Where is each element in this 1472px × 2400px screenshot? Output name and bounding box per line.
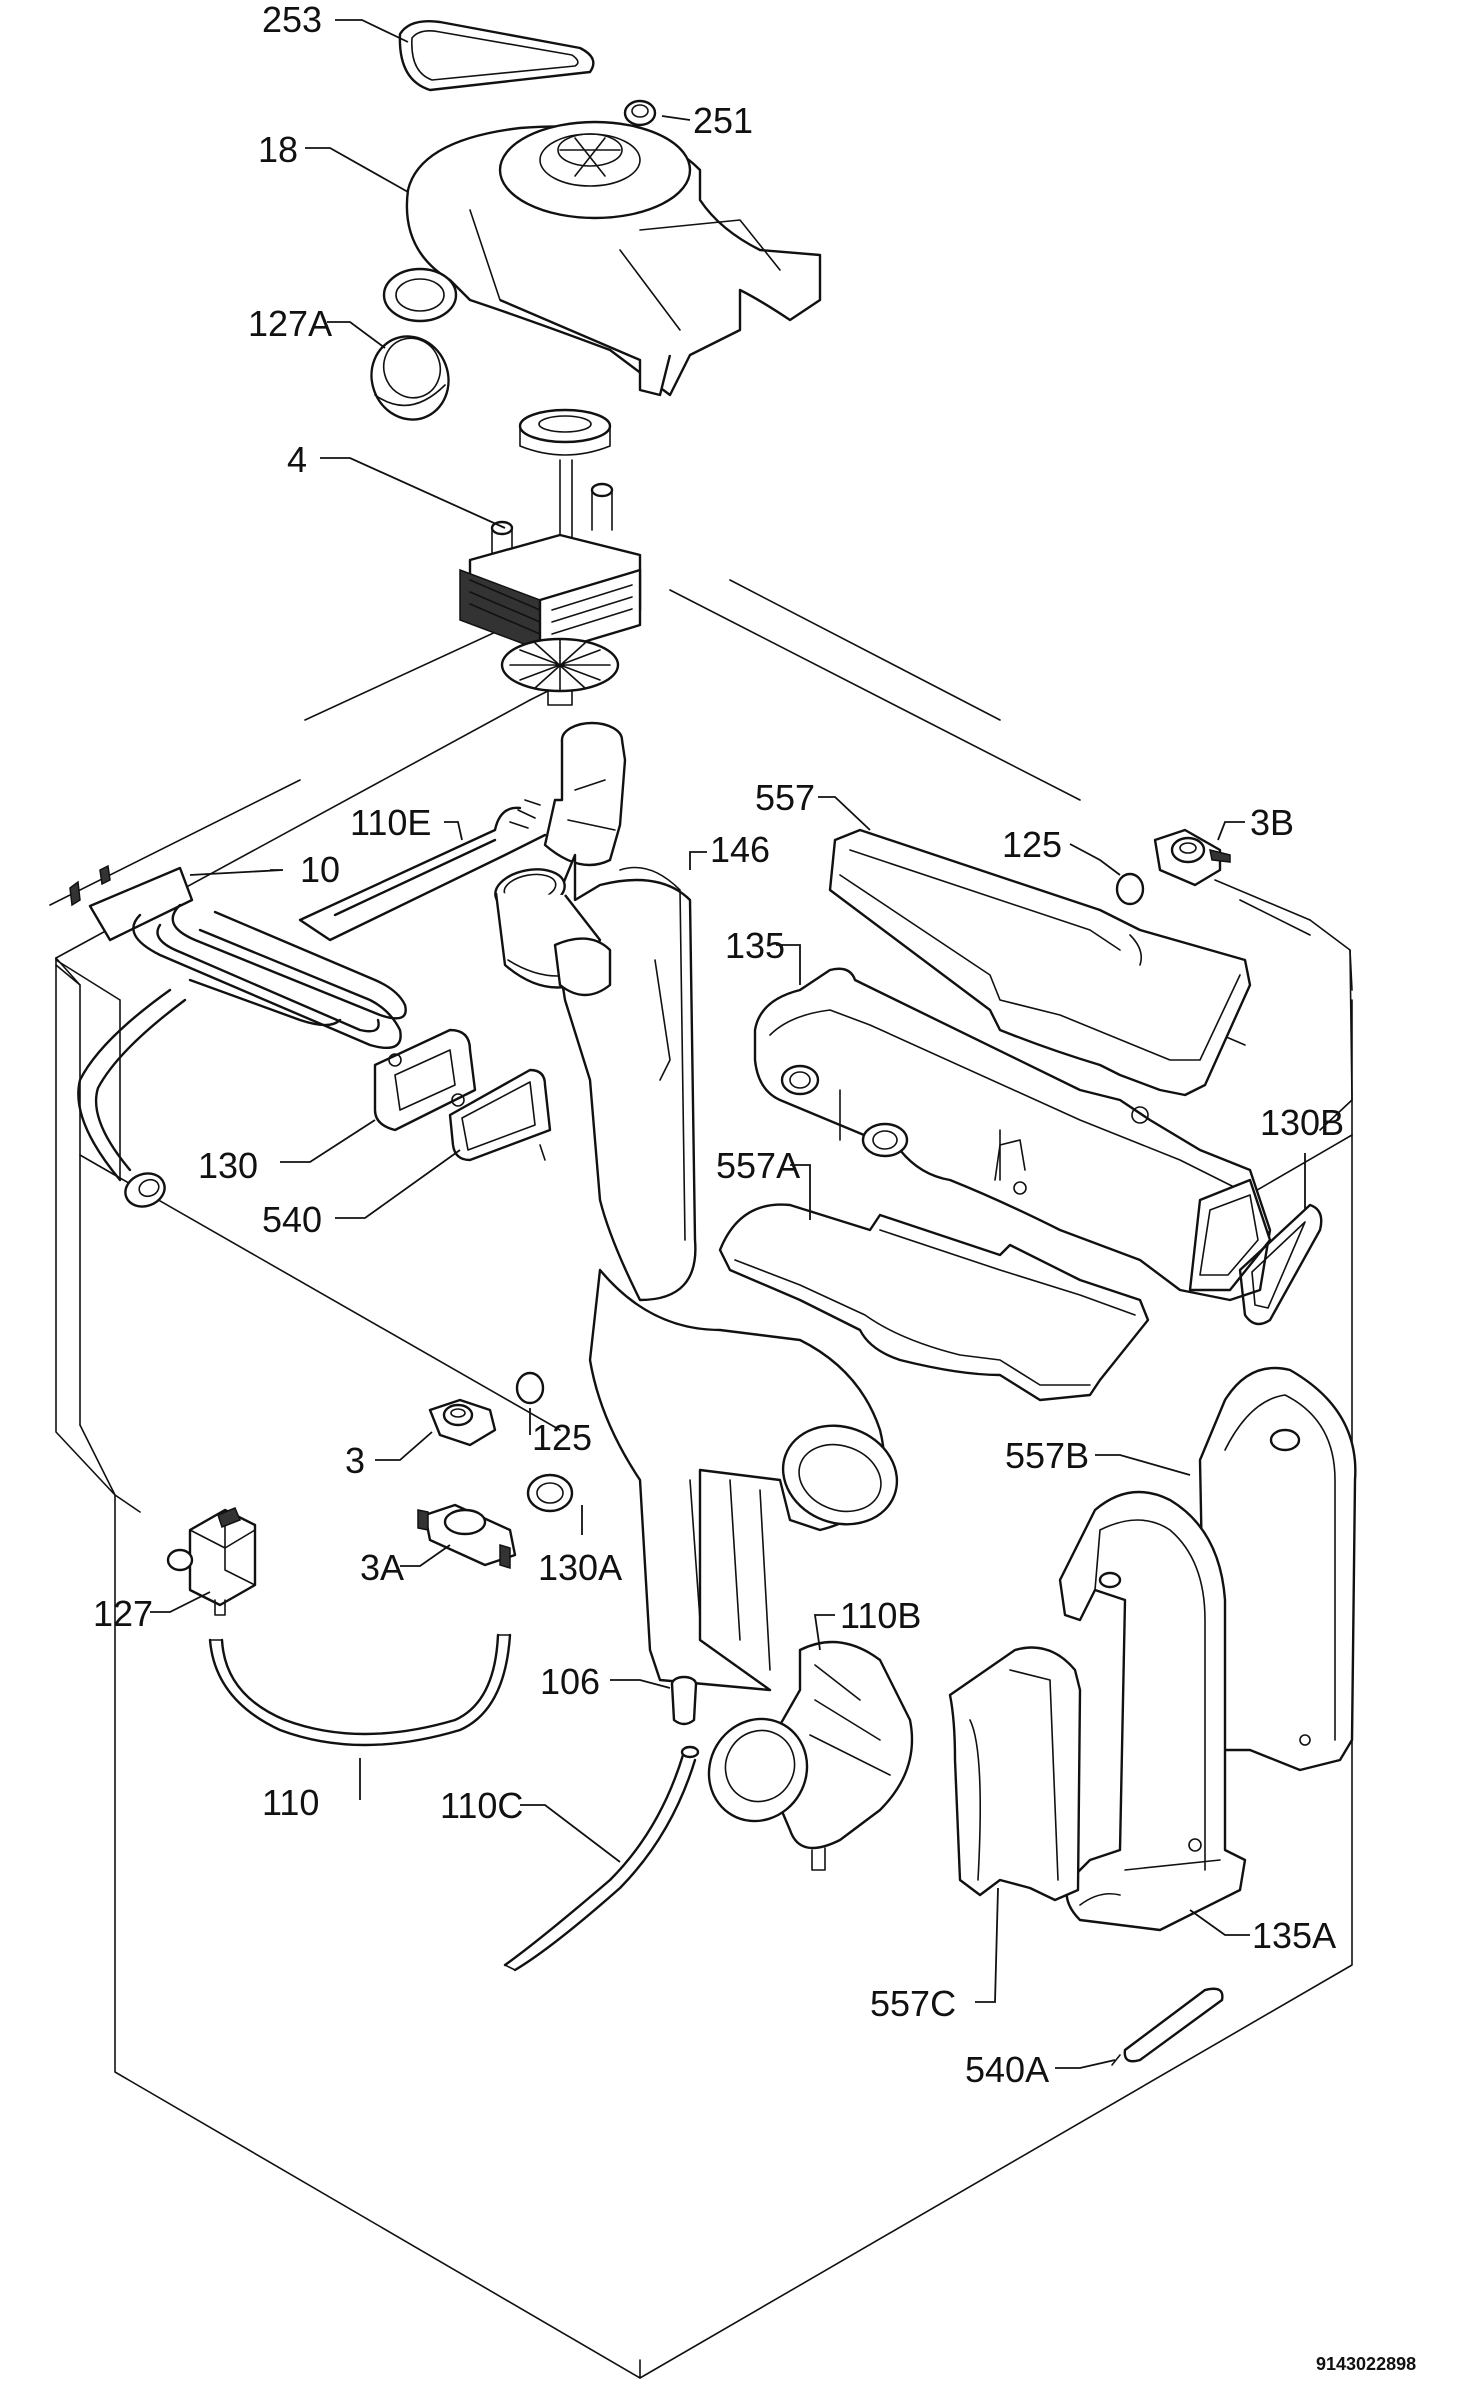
label-110: 110 [262,1782,319,1823]
hose-110e [298,799,547,942]
label-253: 253 [262,0,322,40]
label-130a: 130A [538,1547,622,1588]
ring-130a [526,1473,574,1513]
cover-557c [948,1646,1082,1902]
duct-135 [753,967,1272,1302]
label-251: 251 [693,100,753,141]
cover-557 [828,828,1252,1097]
label-110c: 110C [440,1785,523,1826]
label-3b: 3B [1250,802,1294,843]
label-127a: 127A [248,303,332,344]
motor-4 [459,408,642,706]
hose-110 [208,1633,512,1747]
label-557c: 557C [870,1983,956,2024]
label-3a: 3A [360,1547,404,1588]
label-135a: 135A [1252,1915,1336,1956]
label-10: 10 [300,849,340,890]
label-106: 106 [540,1661,600,1702]
label-135: 135 [725,925,785,966]
label-130b: 130B [1260,1102,1344,1143]
label-540: 540 [262,1199,322,1240]
leader-lines [150,19,1306,2069]
hose-110c [503,1745,700,1972]
cover-557a [718,1203,1150,1402]
label-127: 127 [93,1593,153,1634]
label-557b: 557B [1005,1435,1089,1476]
label-125-top: 125 [1002,824,1062,865]
bush-251 [623,99,657,127]
thermostat-3a [417,1503,517,1570]
seal-540a [1111,1987,1224,2066]
heating-element-10 [69,864,407,1208]
nozzle-106 [670,1675,698,1726]
belt-253 [398,20,595,92]
ring-127a [370,335,450,421]
valve-127 [166,1507,257,1616]
duct-135a [1058,1490,1247,1932]
label-130: 130 [198,1145,258,1186]
duct-146 [494,721,899,1692]
thermostat-3b [1153,828,1231,887]
label-110e: 110E [350,802,431,843]
label-110b: 110B [840,1595,921,1636]
o-ring-125-top [1115,872,1145,906]
drawing-code: 9143022898 [1316,2354,1416,2374]
part-labels: 253 251 18 127A 4 110E 146 10 557 125 3B… [93,0,1344,2090]
label-540a: 540A [965,2049,1049,2090]
label-146: 146 [710,829,770,870]
label-557: 557 [755,777,815,818]
cover-557b [1198,1366,1357,1772]
o-ring-125-lower [515,1371,545,1405]
label-3: 3 [345,1440,365,1481]
label-4: 4 [287,439,307,480]
seal-540 [448,1068,552,1162]
thermostat-3 [428,1398,497,1447]
fan-housing-18 [382,120,822,397]
gasket-130 [373,1028,477,1132]
label-125-lower: 125 [532,1417,592,1458]
gasket-130b [1238,1203,1323,1326]
cabinet-outline [49,579,1353,2379]
elbow-110b [707,1640,914,1871]
label-557a: 557A [716,1145,800,1186]
label-18: 18 [258,129,298,170]
